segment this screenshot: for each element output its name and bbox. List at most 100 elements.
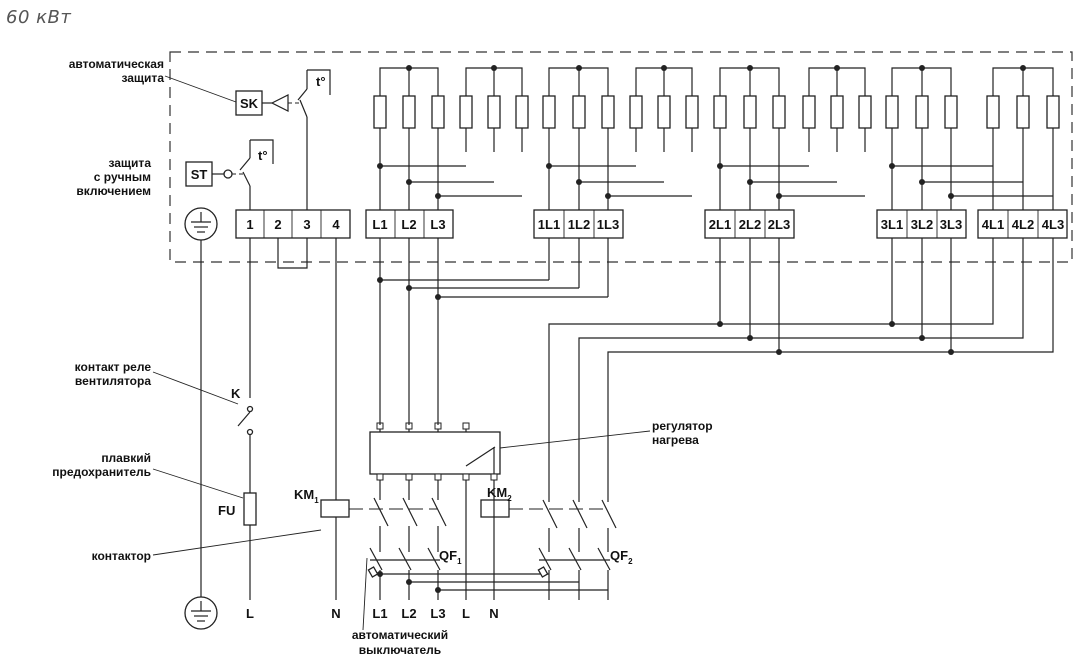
junction-dot (491, 65, 497, 71)
heater-element (915, 95, 929, 129)
contact-blade (601, 499, 617, 529)
heater-element (802, 95, 816, 129)
bus-2l-4l (548, 238, 994, 492)
bus-2l-4l (578, 238, 1024, 492)
heater-element (772, 95, 786, 129)
breaker-trip (537, 566, 549, 578)
heater-element (515, 95, 529, 129)
bottom-terminal-L1: L1 (372, 606, 387, 621)
junction-dot (576, 65, 582, 71)
junction-dot (406, 579, 412, 585)
terminal-1L2: 1L2 (568, 217, 590, 232)
junction-dot (1020, 65, 1026, 71)
terminal-1L3: 1L3 (597, 217, 619, 232)
qf2-label: QF2 (610, 548, 633, 566)
heater-element (402, 95, 416, 129)
heater-element (487, 95, 501, 129)
heater-element (986, 95, 1000, 129)
terminal-4: 4 (332, 217, 340, 232)
terminal-2L2: 2L2 (739, 217, 761, 232)
heater-element (629, 95, 643, 129)
terminal-L2: L2 (401, 217, 416, 232)
junction-dot (435, 294, 441, 300)
qf1 (369, 547, 383, 571)
qf1 (427, 547, 441, 571)
terminal-3L1: 3L1 (881, 217, 903, 232)
contact-blade (373, 497, 389, 527)
fu-label: FU (218, 503, 235, 518)
terminal-3: 3 (303, 217, 310, 232)
terminal-block: 1 2 3 4 L1 L2 L3 1L1 1L2 1L3 2L1 2L2 2L3… (235, 209, 1068, 239)
bottom-terminal-L2: L2 (401, 606, 416, 621)
heater-element (1046, 95, 1060, 129)
terminal-2: 2 (274, 217, 281, 232)
heater-element (743, 95, 757, 129)
junction-dot (747, 65, 753, 71)
heater-elements (373, 65, 1060, 152)
junction-dot (948, 349, 954, 355)
terminal-2L1: 2L1 (709, 217, 731, 232)
junction-dot (377, 571, 383, 577)
junction-dot (717, 321, 723, 327)
terminal-4L1: 4L1 (982, 217, 1004, 232)
contact-blade (542, 499, 558, 529)
t-sensor-2-label: t° (258, 148, 268, 163)
heater-element (657, 95, 671, 129)
bus-2l-4l (607, 238, 1054, 492)
junction-dot (661, 65, 667, 71)
terminal-3L3: 3L3 (940, 217, 962, 232)
heater-element (685, 95, 699, 129)
terminal-1: 1 (246, 217, 253, 232)
junction-dot (919, 65, 925, 71)
heater-element (572, 95, 586, 129)
km1-label: KM1 (294, 487, 319, 505)
qf2 (538, 547, 552, 571)
ground-icon (184, 207, 218, 241)
heater-element (459, 95, 473, 129)
heat-regulator (369, 422, 501, 481)
junction-dot (406, 65, 412, 71)
km2-label: KM2 (487, 485, 512, 503)
wiring (367, 152, 1054, 600)
junction-dot (834, 65, 840, 71)
heater-element (830, 95, 844, 129)
st-label: ST (191, 167, 208, 182)
heater-element (713, 95, 727, 129)
junction-dot (776, 349, 782, 355)
junction-dot (889, 321, 895, 327)
page-title: 60 кВт (6, 7, 72, 28)
junction-dot (377, 277, 383, 283)
terminal-4L2: 4L2 (1012, 217, 1034, 232)
heater-enclosure (169, 51, 1073, 263)
bottom-terminal-L-right: L (462, 606, 470, 621)
heater-element (601, 95, 615, 129)
km1-coil (320, 499, 350, 518)
junction-dot (919, 335, 925, 341)
contact-blade (402, 497, 418, 527)
qf2 (597, 547, 611, 571)
sk-label: SK (240, 96, 259, 111)
bottom-terminal-N: N (331, 606, 340, 621)
bottom-terminal-N-right: N (489, 606, 498, 621)
heater-element (542, 95, 556, 129)
bottom-terminal-L: L (246, 606, 254, 621)
junction-dot (435, 587, 441, 593)
terminal-2L3: 2L3 (768, 217, 790, 232)
k-label: K (231, 386, 241, 401)
terminal-3L2: 3L2 (911, 217, 933, 232)
contact-blade (572, 499, 588, 529)
bottom-terminal-L3: L3 (430, 606, 445, 621)
qf1-label: QF1 (439, 548, 462, 566)
heater-element (944, 95, 958, 129)
junction-dot (406, 285, 412, 291)
qf1 (398, 547, 412, 571)
st-protection: ST t° (185, 139, 274, 210)
ground-icon (184, 596, 218, 630)
